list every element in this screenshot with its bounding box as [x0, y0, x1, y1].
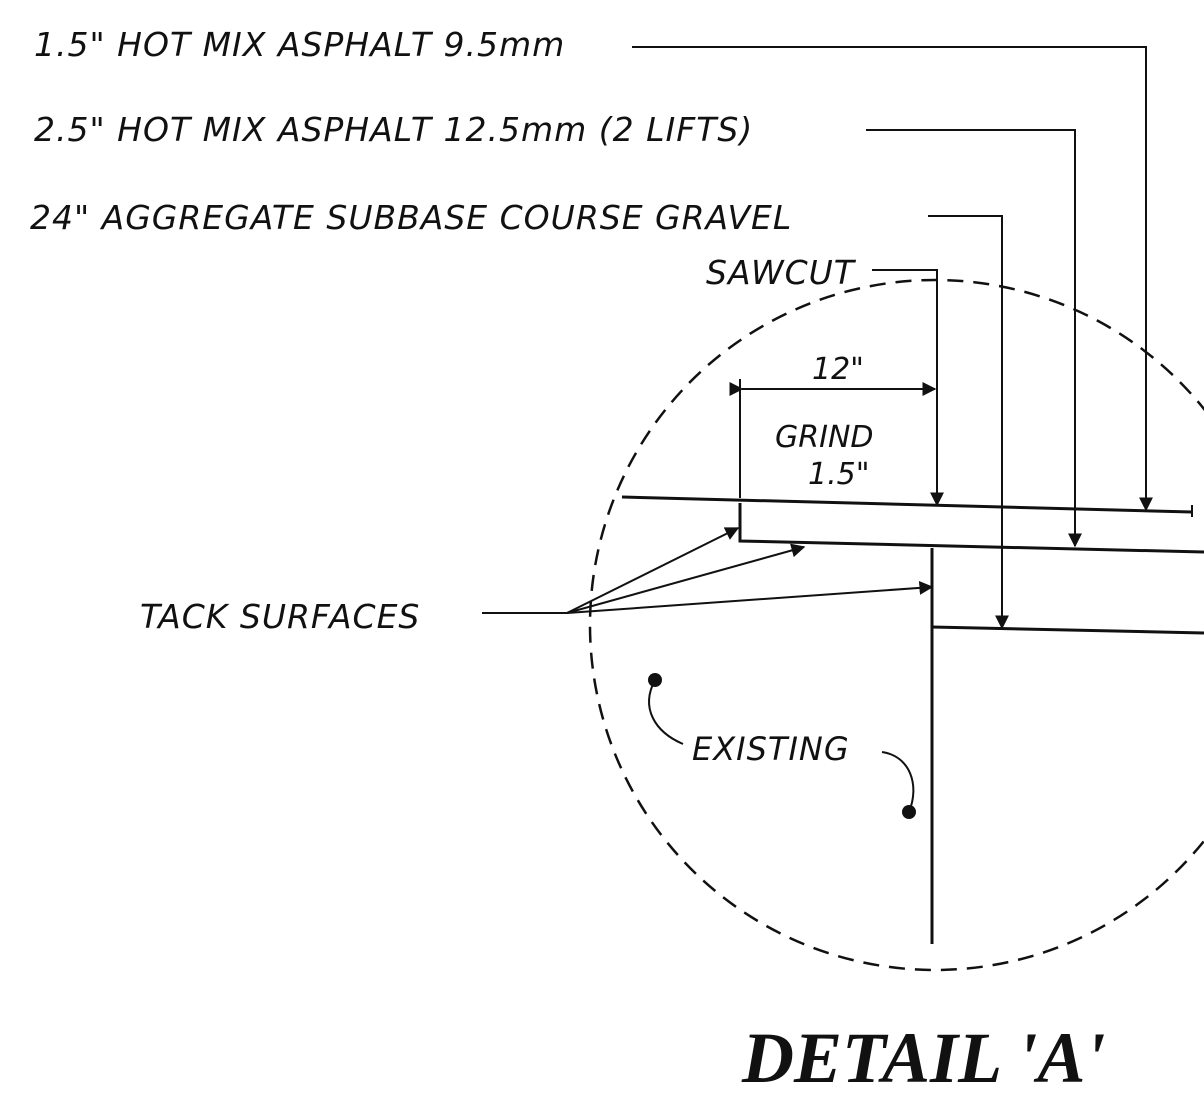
existing-dot-right	[902, 805, 916, 819]
grind-depth-label: 1.5"	[808, 457, 870, 492]
leader-subbase	[928, 215, 1009, 630]
grind-label: GRIND	[775, 420, 873, 455]
tack-arrow-sawcut-face	[566, 580, 934, 614]
callout-sawcut: SAWCUT	[706, 253, 857, 292]
leader-sawcut	[872, 269, 944, 507]
dimension-12in-label: 12"	[812, 352, 864, 387]
callout-hma-top: 1.5" HOT MIX ASPHALT 9.5mm	[34, 25, 565, 64]
top-surface-line	[621, 495, 1193, 514]
leader-hma-base	[866, 129, 1082, 548]
tack-arrow-surface	[566, 543, 806, 614]
callout-hma-base: 2.5" HOT MIX ASPHALT 12.5mm (2 LIFTS)	[34, 110, 753, 149]
existing-pointer-left	[648, 679, 684, 745]
existing-label: EXISTING	[692, 730, 850, 768]
grind-step	[738, 503, 1204, 554]
existing-pointer-right	[881, 751, 915, 813]
detail-boundary-circle	[588, 278, 1204, 972]
callout-tack-surfaces: TACK SURFACES	[140, 597, 420, 636]
callout-subbase: 24" AGGREGATE SUBBASE COURSE GRAVEL	[30, 198, 792, 237]
subbase-bottom-line	[931, 625, 1204, 635]
leader-hma-top	[632, 46, 1153, 512]
tack-arrow-step	[566, 527, 740, 614]
detail-title: DETAIL 'A'	[741, 1018, 1105, 1098]
